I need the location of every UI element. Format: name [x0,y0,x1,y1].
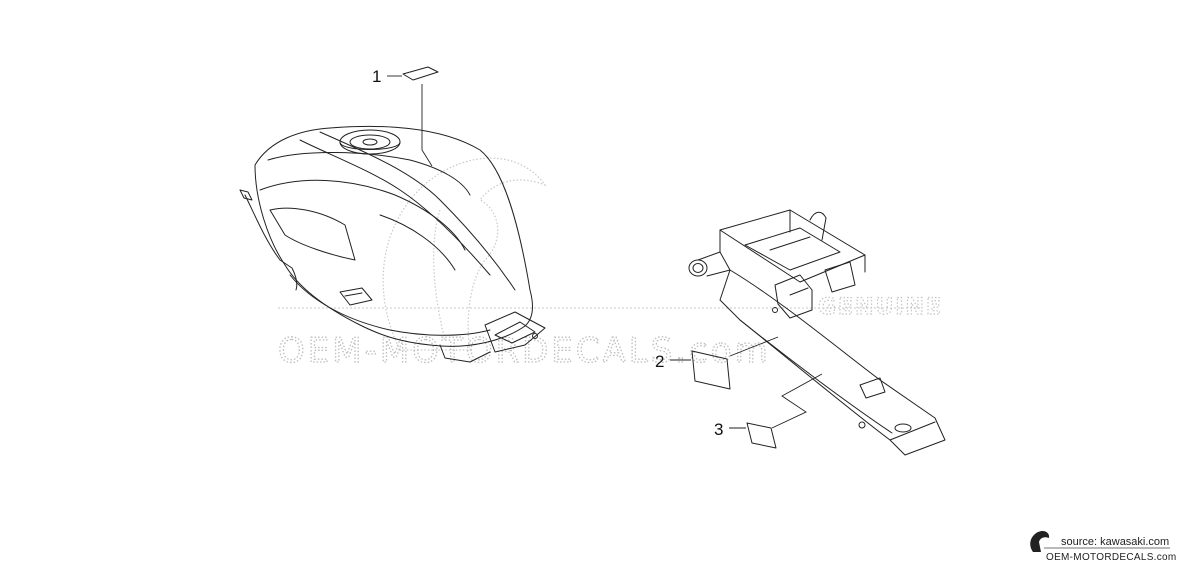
decal-1-shape[interactable] [402,66,439,81]
watermark-genuine-text: GENUINE [818,295,943,320]
callout-1: 1 [372,67,381,86]
callout-2: 2 [655,352,664,371]
watermark-logo-icon [382,157,547,351]
decal-1[interactable]: 1 [372,66,439,167]
source-line-2: OEM-MOTORDECALS.com [1046,552,1177,563]
watermark: OEM-MOTORDECALS.com GENUINE [277,157,943,372]
source-credit: source: kawasaki.com OEM-MOTORDECALS.com [1030,530,1177,563]
decal-3[interactable]: 3 [714,373,823,449]
decal-3-shape[interactable] [746,422,777,449]
source-line-1: source: kawasaki.com [1061,536,1169,548]
decal-2[interactable]: 2 [655,336,779,390]
decal-2-shape[interactable] [691,350,731,390]
fuel-tank-drawing [239,125,546,363]
callout-3: 3 [714,420,723,439]
watermark-main-text: OEM-MOTORDECALS.com [278,331,771,371]
swingarm-drawing [688,209,946,456]
bird-logo-icon [1030,530,1050,552]
